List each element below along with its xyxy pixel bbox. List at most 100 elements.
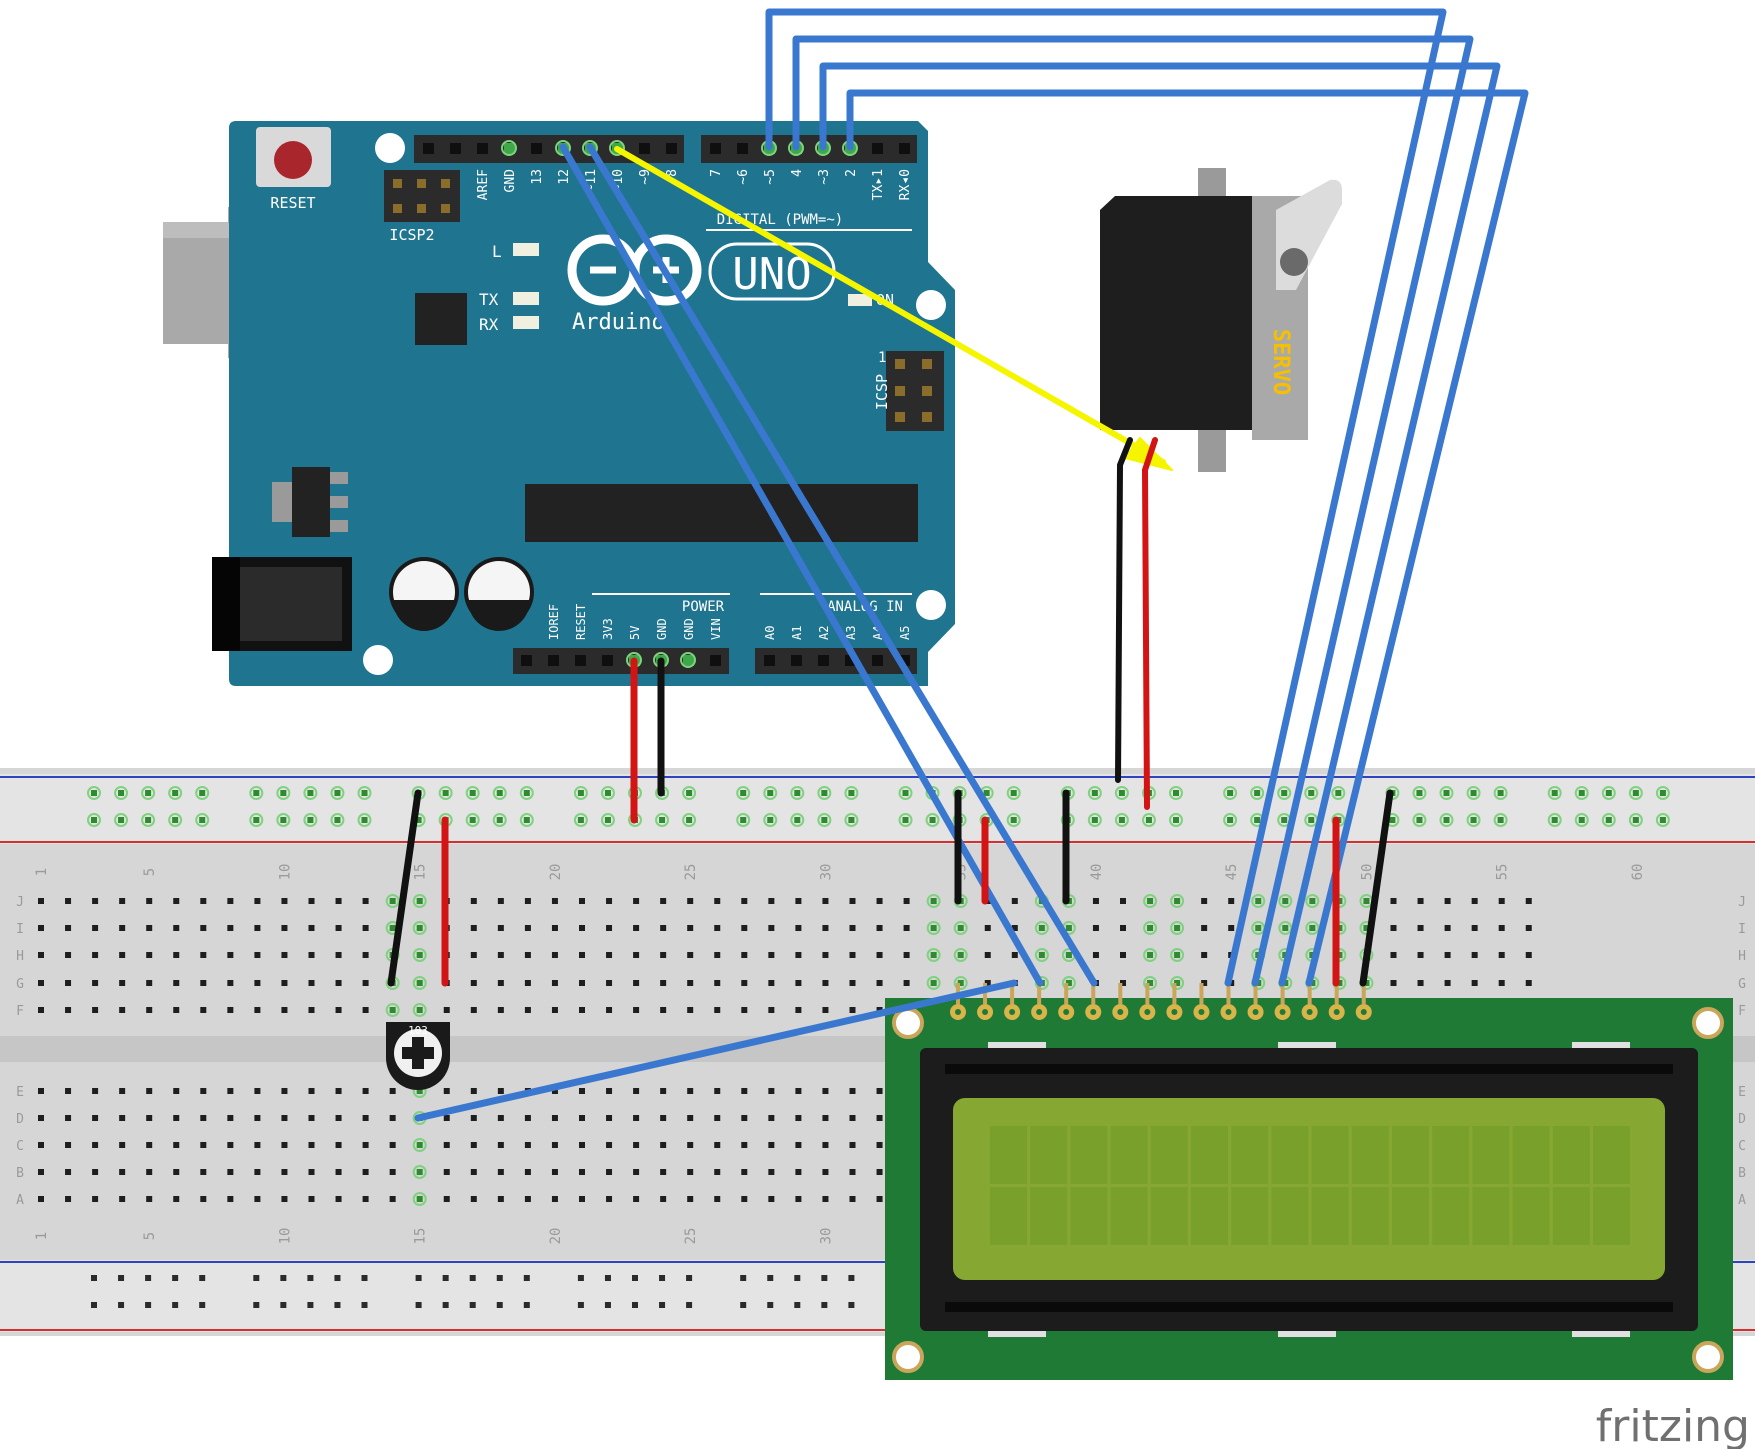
- lcd-char-cell: [1512, 1187, 1550, 1245]
- breadboard-hole: [92, 1007, 99, 1013]
- breadboard-hole: [281, 1142, 288, 1148]
- rail-hole: [1578, 790, 1585, 796]
- breadboard-hole: [335, 980, 342, 986]
- breadboard-hole: [957, 925, 964, 931]
- lcd-pin-hole: [1225, 1009, 1232, 1015]
- breadboard-hole: [1417, 980, 1424, 986]
- dc-power-jack-back: [212, 557, 240, 651]
- breadboard-hole: [1471, 980, 1478, 986]
- rail-hole: [659, 817, 666, 823]
- breadboard-hole: [470, 1142, 477, 1148]
- breadboard-hole: [416, 952, 423, 958]
- rail-hole: [496, 790, 503, 796]
- breadboard-hole: [579, 898, 585, 904]
- breadboard-hole: [200, 925, 207, 931]
- rail-hole-ring: [1574, 813, 1589, 827]
- column-number: 20: [548, 864, 564, 881]
- breadboard-hole: [795, 952, 802, 958]
- breadboard-hole: [146, 980, 153, 986]
- lcd-char-cell: [1150, 1126, 1188, 1184]
- rail-hole: [118, 790, 125, 796]
- reset-button-cap[interactable]: [274, 141, 312, 179]
- breadboard-hole: [119, 1088, 126, 1094]
- power-pin-label: RESET: [574, 604, 588, 640]
- rail-hole: [1010, 817, 1017, 823]
- breadboard-hole: [1038, 925, 1045, 931]
- breadboard-hole: [119, 1142, 126, 1148]
- breadboard-hole: [443, 1142, 450, 1148]
- rail-hole: [91, 1275, 97, 1281]
- icsp-pin1-label: 1: [878, 350, 886, 366]
- breadboard-hole: [1174, 952, 1181, 958]
- breadboard-hole: [579, 1088, 585, 1094]
- breadboard-hole: [173, 1115, 180, 1121]
- wire-pot-gnd: [387, 789, 422, 987]
- power-pin-label: IOREF: [547, 604, 561, 640]
- voltage-regulator-body: [292, 467, 330, 537]
- rail-hole-ring: [87, 786, 101, 800]
- breadboard-hole: [606, 1115, 613, 1121]
- breadboard-hole: [38, 898, 44, 904]
- breadboard-hole: [524, 925, 531, 931]
- breadboard-hole: [146, 1115, 153, 1121]
- rail-hole-ring: [817, 786, 832, 800]
- digital-pin-label: TX▸1: [871, 169, 886, 200]
- rail-hole-ring: [492, 786, 507, 800]
- breadboard-hole: [254, 925, 261, 931]
- breadboard-hole: [849, 1088, 856, 1094]
- lcd-char-cell: [1472, 1126, 1510, 1184]
- row-label: F: [1738, 1004, 1746, 1019]
- breadboard-hole-ring: [926, 921, 941, 935]
- breadboard-hole: [551, 1196, 558, 1202]
- breadboard-hole: [497, 898, 504, 904]
- breadboard-hole: [714, 1142, 721, 1148]
- potentiometer: 103: [386, 1022, 450, 1090]
- breadboard-hole: [1174, 980, 1181, 986]
- column-number: 40: [1089, 864, 1105, 881]
- rail-hole-ring: [465, 786, 480, 800]
- breadboard-hole: [633, 1142, 640, 1148]
- rail-hole: [442, 1275, 449, 1281]
- rail-hole: [1118, 790, 1125, 796]
- rail-hole: [523, 1275, 530, 1281]
- breadboard-hole: [1228, 898, 1235, 904]
- breadboard-hole: [795, 1115, 802, 1121]
- arduino-uno-board: RESET ICSP2 L TX RX ON UNO Arduino: [163, 121, 955, 686]
- icsp2-label: ICSP2: [389, 226, 434, 244]
- rail-hole-ring: [763, 786, 778, 800]
- header-pin: [521, 655, 532, 666]
- rail-hole: [1416, 790, 1423, 796]
- breadboard-hole: [551, 1088, 558, 1094]
- breadboard-hole: [876, 1088, 883, 1094]
- rail-hole: [523, 817, 530, 823]
- icsp-label: ICSP: [873, 374, 891, 410]
- breadboard-hole: [146, 1088, 153, 1094]
- breadboard-hole-ring: [412, 894, 427, 908]
- rail-hole: [145, 817, 152, 823]
- row-label: C: [16, 1139, 24, 1154]
- breadboard-hole: [308, 952, 315, 958]
- wire-servo-gnd: [1115, 437, 1133, 783]
- digital-pin-label: ~9: [638, 169, 653, 185]
- breadboard-hole: [1092, 952, 1099, 958]
- breadboard-hole: [389, 925, 396, 931]
- rail-hole: [794, 790, 801, 796]
- breadboard-hole: [1092, 898, 1099, 904]
- breadboard-hole: [38, 1169, 44, 1175]
- breadboard-hole: [173, 1196, 180, 1202]
- breadboard-hole-ring: [412, 1003, 427, 1017]
- breadboard-hole-ring: [1143, 921, 1158, 935]
- breadboard-hole: [1444, 898, 1451, 904]
- breadboard-hole: [633, 1088, 640, 1094]
- breadboard-hole: [633, 925, 640, 931]
- breadboard-hole: [281, 1007, 288, 1013]
- rail-hole: [145, 1275, 152, 1281]
- breadboard-hole-ring: [412, 921, 427, 935]
- column-number: 25: [683, 1228, 699, 1245]
- rail-hole-ring: [763, 813, 778, 827]
- breadboard-hole: [714, 1007, 721, 1013]
- breadboard-hole: [92, 1115, 99, 1121]
- breadboard-hole: [822, 980, 829, 986]
- breadboard-hole: [714, 980, 721, 986]
- breadboard-hole-ring: [1143, 894, 1158, 908]
